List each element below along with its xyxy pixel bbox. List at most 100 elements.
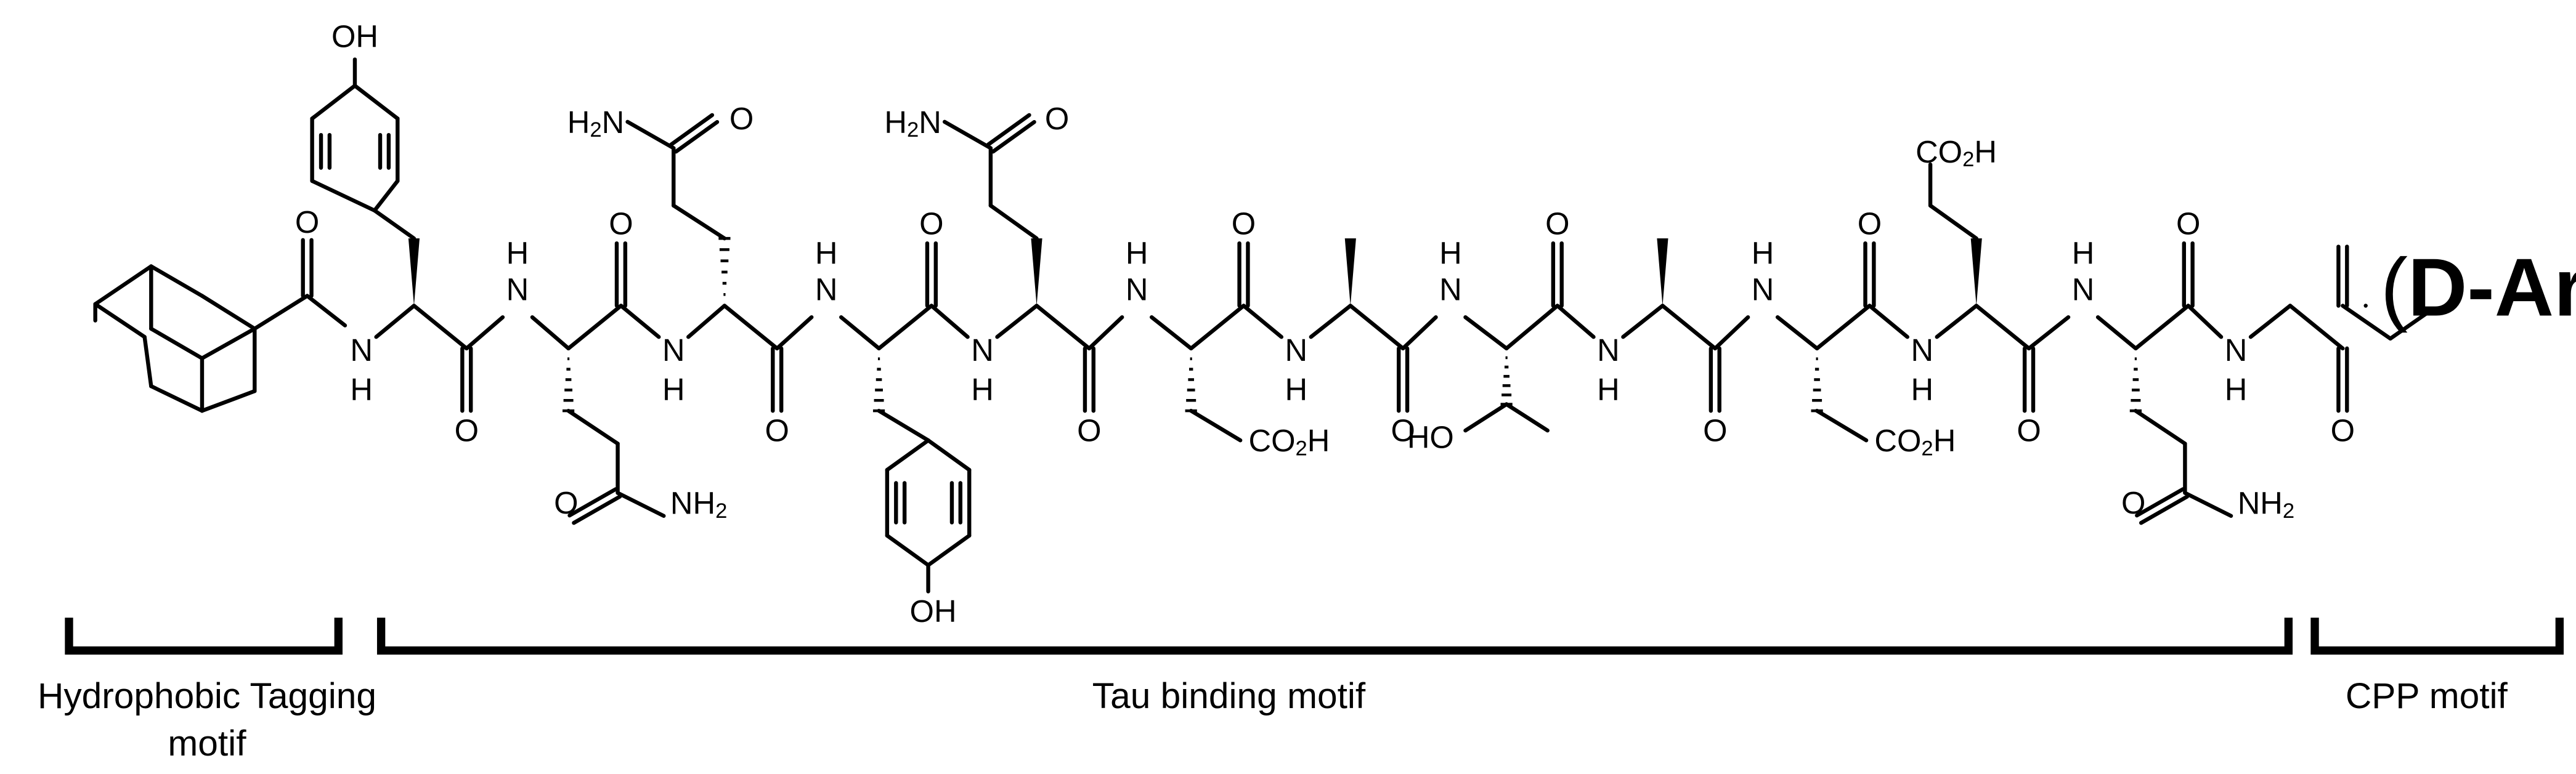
single-bond (1928, 203, 1978, 241)
single-bond (1463, 402, 1509, 433)
single-bond (2095, 315, 2138, 351)
single-bond (253, 294, 309, 331)
hydrophobic-motif-label-line2: motif (168, 724, 246, 764)
amide-nitrogen-label: N (1597, 333, 1620, 368)
amide-nitrogen-label: N (1911, 333, 1933, 368)
single-bond (616, 491, 666, 518)
cpp-group-name: D-Arg (2408, 242, 2576, 334)
amide-side-chain-double-bond (674, 119, 720, 154)
single-bond (372, 208, 416, 241)
amide-hydrogen-label: H (1439, 236, 1462, 271)
oxygen-label: O (1545, 206, 1569, 241)
amide-side-chain-double-bond (2135, 487, 2185, 518)
hydrophobic-motif-label: Hydrophobic Tagging (38, 676, 376, 716)
amide-hydrogen-label: H (2072, 236, 2095, 271)
amide-nitrogen-label: N (971, 333, 994, 368)
single-bond (1463, 315, 1509, 351)
single-bond (926, 533, 972, 568)
single-bond (1188, 408, 1243, 443)
oxygen-label: O (2121, 485, 2145, 520)
single-bond (1309, 304, 1353, 339)
single-bond (142, 334, 153, 389)
single-bond (149, 264, 205, 298)
single-bond (943, 119, 993, 150)
h2n-label: H2N (884, 104, 941, 142)
oxygen-label: O (765, 413, 789, 448)
single-bond (1974, 304, 2031, 351)
amide-nitrogen-label: N (2225, 333, 2248, 368)
single-bond (93, 264, 153, 307)
single-bond (1621, 304, 1665, 339)
hydroxyl-label: OH (910, 594, 957, 629)
h2n-label: H2N (567, 104, 624, 142)
single-bond (2134, 408, 2187, 446)
oxygen-label: O (1232, 206, 1256, 241)
single-bond (995, 304, 1039, 339)
single-bond (149, 326, 205, 361)
amide-hydrogen-label: H (1597, 372, 1620, 407)
single-bond (530, 315, 571, 351)
molecule-bonds (93, 57, 2431, 594)
single-bond (988, 203, 1039, 241)
oxygen-label: O (919, 206, 943, 241)
single-bond (1400, 315, 1438, 351)
motif-labels: Hydrophobic Tagging motif Tau binding mo… (38, 676, 2508, 764)
single-bond (775, 315, 814, 351)
oxygen-label: O (1045, 101, 1069, 136)
amide-side-chain-double-bond (991, 119, 1036, 154)
single-bond (310, 84, 357, 121)
single-bond (2026, 315, 2071, 351)
single-bond (1149, 315, 1193, 351)
amide-hydrogen-label: H (350, 372, 373, 407)
amide-nitrogen-label: N (1439, 272, 1462, 307)
single-bond (877, 408, 930, 443)
amide-nitrogen-label: N (662, 333, 685, 368)
wedge-bond (1970, 238, 1982, 306)
single-bond (149, 384, 205, 413)
oxygen-label: O (2331, 413, 2355, 448)
single-bond (1241, 304, 1284, 339)
amide-nitrogen-label: N (1285, 333, 1308, 368)
wedge-bond (1657, 238, 1668, 306)
amide-nitrogen-label: N (350, 333, 373, 368)
cpp-motif-bracket (2310, 618, 2564, 655)
single-bond (372, 179, 400, 213)
amide-nitrogen-label: N (1752, 272, 1774, 307)
amide-hydrogen-label: H (1285, 372, 1308, 407)
single-bond (1555, 304, 1596, 339)
svg-text:(D-Arg)8: (D-Arg)8 (2381, 242, 2576, 334)
amide-hydrogen-label: H (506, 236, 529, 271)
single-bond (305, 294, 347, 328)
oxygen-label: O (2176, 206, 2200, 241)
amide-nitrogen-label: N (506, 272, 529, 307)
cpp-motif-label: CPP motif (2346, 676, 2508, 716)
single-bond (566, 304, 624, 351)
single-bond (200, 294, 257, 331)
single-bond (877, 304, 934, 351)
oxygen-label: O (1391, 413, 1415, 448)
single-bond (1087, 315, 1124, 351)
tau-motif-label: Tau binding motif (1092, 676, 1366, 716)
single-bond (93, 302, 147, 339)
single-bond (885, 438, 930, 472)
hydroxyl-label: HO (1407, 419, 1454, 454)
single-bond (2248, 304, 2293, 339)
single-bond (1504, 402, 1550, 433)
oxygen-label: O (455, 413, 479, 448)
amide-side-chain-double-bond (668, 113, 715, 147)
single-bond (1660, 304, 1717, 351)
single-bond (619, 304, 661, 339)
single-bond (686, 304, 727, 339)
cpp-label: (D-Arg)8 (2381, 242, 2576, 334)
wedge-bond (408, 238, 420, 306)
single-bond (2388, 310, 2431, 341)
oxygen-label: O (1858, 206, 1882, 241)
amide-hydrogen-label: H (971, 372, 994, 407)
carboxylic-acid-label: CO2H (1249, 423, 1330, 461)
amide-nitrogen-label: N (2072, 272, 2095, 307)
oxygen-label: O (554, 485, 578, 520)
molecule-atom-labels: ONHONHONHONHONHONHONHONHONHONHONHONHONHO… (295, 19, 2355, 629)
single-bond (566, 408, 620, 446)
oxygen-label: O (1077, 413, 1101, 448)
